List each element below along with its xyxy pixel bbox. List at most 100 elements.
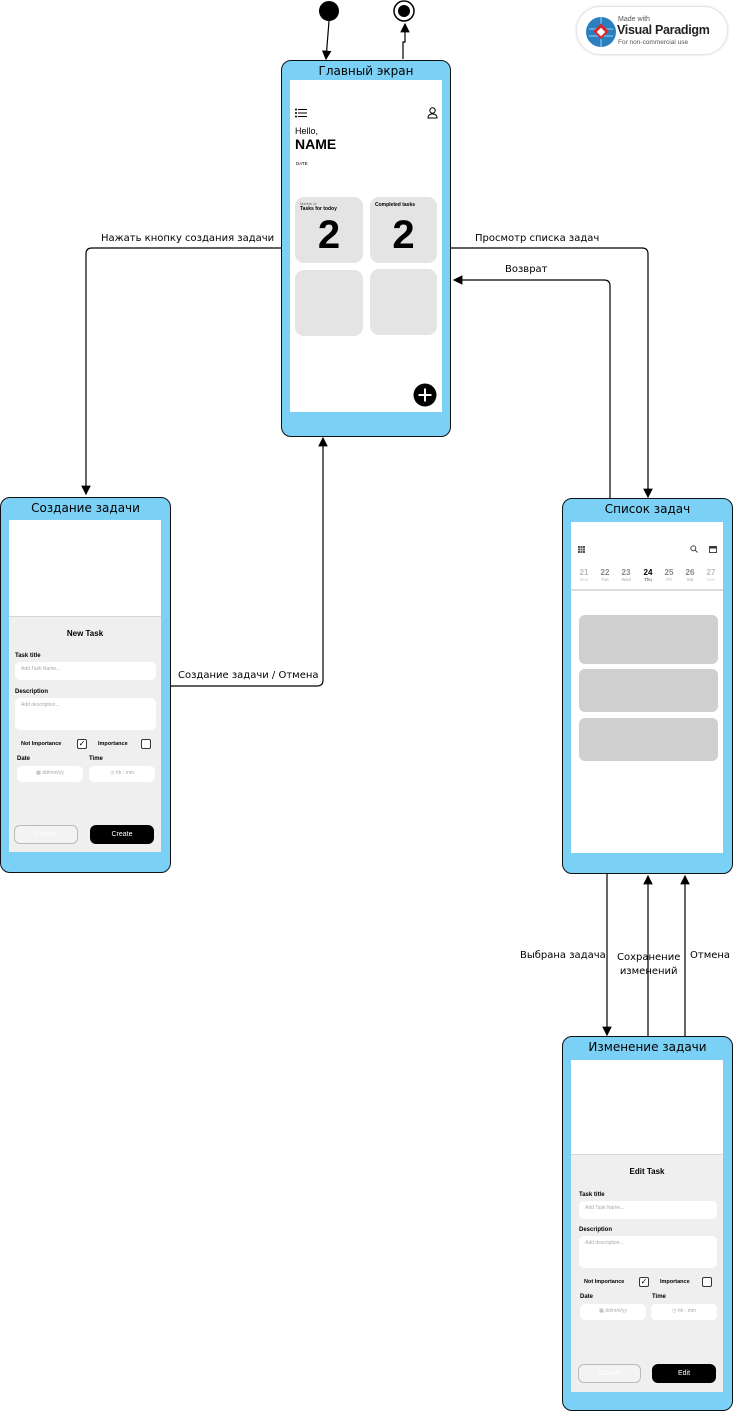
task-card[interactable] — [579, 669, 718, 712]
edge-label-to-create: Нажать кнопку создания задачи — [101, 233, 275, 244]
new-task-sheet: New Task Task title Add Task Name... Des… — [9, 616, 161, 852]
screen-edit-title: Изменение задачи — [588, 1040, 707, 1054]
edge-label-save: Сохранение изменений — [617, 951, 680, 979]
screen-create-content: New Task Task title Add Task Name... Des… — [9, 520, 161, 852]
edge-label-save-line2: изменений — [619, 966, 678, 977]
day-22-weekday: Tue — [601, 577, 609, 582]
watermark-made-with: Made with — [618, 16, 650, 23]
time-input[interactable]: ◷ hh : mm — [89, 766, 155, 782]
edit-button[interactable]: Edit — [652, 1364, 716, 1383]
clock-icon: ◷ — [110, 770, 116, 776]
calendar-icon: ▦ — [599, 1308, 606, 1314]
initial-node — [319, 1, 339, 21]
date-input[interactable]: ▦ dd/mm/yy — [17, 766, 83, 782]
day-27-weekday: Sun — [706, 577, 715, 582]
screen-create[interactable]: Создание задачи New Task Task title Add … — [0, 497, 171, 873]
card-tasks-today-label: Tasks for todoy — [300, 206, 337, 212]
date-input-placeholder: dd/mm/yy — [605, 1308, 627, 1314]
clock-icon: ◷ — [672, 1308, 678, 1314]
date-text: DATE — [296, 161, 308, 166]
calendar-icon: ▦ — [36, 770, 43, 776]
date-input[interactable]: ▦ dd/mm/yy — [580, 1304, 646, 1320]
watermark: Made with Visual Paradigm For non-commer… — [577, 7, 727, 54]
screen-edit[interactable]: Изменение задачи Edit Task Task title Ad… — [562, 1036, 733, 1411]
not-importance-checkbox[interactable]: ✓ — [639, 1277, 649, 1287]
task-card[interactable] — [579, 615, 718, 664]
edge-label-selected: Выбрана задача — [520, 950, 606, 961]
date-input-placeholder: dd/mm/yy — [42, 770, 64, 776]
day-23-weekday: Wed — [621, 577, 631, 582]
hello-text: Hello, — [295, 126, 319, 136]
final-node-inner — [398, 5, 410, 17]
description-input[interactable]: Add description... — [579, 1236, 717, 1268]
day-25-weekday: Fri — [666, 577, 672, 582]
create-button[interactable]: Create — [90, 825, 154, 844]
card-tasks-today[interactable]: Number of Tasks for todoy 2 — [295, 197, 363, 263]
edit-task-sheet: Edit Task Task title Add Task Name... De… — [571, 1154, 723, 1392]
arrow-list-back — [452, 275, 611, 498]
day-23-number: 23 — [621, 568, 631, 577]
not-importance-label: Not Importance — [21, 741, 62, 747]
day-21-number: 21 — [579, 568, 589, 577]
grid-icon[interactable] — [578, 546, 585, 553]
screen-list-title: Список задач — [604, 502, 691, 516]
end-arrow — [400, 22, 410, 59]
watermark-note: For non-commercial use — [618, 39, 689, 46]
day-24-weekday: Thu — [644, 577, 652, 582]
card-completed-tasks[interactable]: Completed tasks 2 — [370, 197, 437, 263]
start-arrow — [321, 20, 332, 61]
day-21-weekday: Mon — [579, 577, 589, 582]
description-label: Description — [579, 1227, 613, 1233]
task-title-label: Task title — [15, 653, 41, 659]
card-completed-value: 2 — [392, 213, 415, 257]
screen-main[interactable]: Главный экран Hello, NAME DATE Number of… — [281, 60, 451, 437]
day-25-number: 25 — [664, 568, 674, 577]
description-input[interactable]: Add description... — [15, 698, 156, 730]
calendar-icon[interactable] — [709, 545, 717, 553]
arrow-main-to-create — [81, 247, 281, 496]
screen-edit-content: Edit Task Task title Add Task Name... De… — [571, 1060, 723, 1392]
day-26-weekday: Sat — [686, 577, 694, 582]
edge-label-back: Возврат — [505, 264, 548, 275]
day-27-number: 27 — [706, 568, 716, 577]
time-input-placeholder: hh : mm — [677, 1308, 696, 1314]
task-title-input[interactable]: Add Task Name... — [579, 1201, 717, 1219]
date-label: Date — [580, 1294, 594, 1300]
time-label: Time — [652, 1294, 666, 1300]
importance-checkbox[interactable] — [141, 739, 151, 749]
edge-label-create-done: Создание задачи / Отмена — [178, 670, 319, 681]
card-empty-2[interactable] — [370, 269, 437, 335]
time-input-placeholder: hh : mm — [115, 770, 134, 776]
edge-label-cancel: Отмена — [690, 950, 731, 961]
user-name: NAME — [295, 136, 337, 152]
days-divider — [571, 589, 723, 591]
day-26-number: 26 — [685, 568, 695, 577]
cancel-button[interactable]: Cancel — [578, 1364, 641, 1383]
new-task-title: New Task — [66, 629, 104, 638]
search-icon[interactable] — [690, 545, 698, 553]
menu-icon[interactable] — [295, 108, 307, 118]
add-task-icon[interactable] — [413, 383, 437, 407]
task-title-input[interactable]: Add Task Name... — [15, 662, 156, 680]
profile-icon[interactable] — [427, 107, 438, 119]
importance-checkbox[interactable] — [702, 1277, 712, 1287]
time-input[interactable]: ◷ hh : mm — [651, 1304, 717, 1320]
card-tasks-today-small: Number of — [300, 202, 317, 206]
cancel-button[interactable]: Cancel — [14, 825, 78, 844]
card-empty-1[interactable] — [295, 270, 363, 336]
not-importance-checkbox[interactable]: ✓ — [77, 739, 87, 749]
not-importance-label: Not Importance — [584, 1279, 625, 1285]
task-card[interactable] — [579, 718, 718, 761]
description-label: Description — [15, 689, 49, 695]
screen-main-title: Главный экран — [318, 64, 414, 78]
